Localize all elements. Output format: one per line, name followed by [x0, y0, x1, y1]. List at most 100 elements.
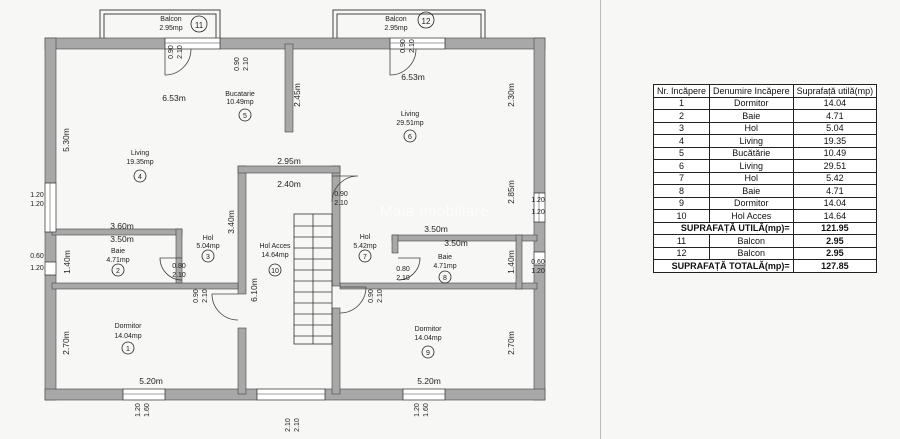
opening-width: 0.60 [30, 253, 44, 260]
cell-nr: 9 [652, 196, 711, 210]
window [44, 182, 57, 233]
room-name: Dormitor [115, 323, 143, 330]
opening-height: 2.10 [243, 57, 250, 71]
wall [44, 37, 166, 50]
door [397, 257, 421, 281]
opening-height: 2.10 [202, 289, 209, 303]
cell-room: Living [709, 134, 794, 148]
watermark: Maia Imobiliare [380, 203, 490, 220]
room-number: 5 [243, 113, 247, 120]
cell-room: Balcon [709, 234, 794, 248]
room-area: 14.04mp [414, 335, 441, 342]
cell-nr: 11 [652, 234, 711, 248]
cell-room: Baie [709, 109, 794, 123]
room-area: 5.42mp [353, 243, 376, 250]
door [331, 175, 359, 203]
opening-height: 1.60 [144, 403, 151, 417]
dimension: 3.50m [444, 238, 468, 248]
opening-width: 0.80 [172, 263, 186, 270]
room-number: 11 [195, 21, 204, 30]
cell-nr: 3 [652, 121, 711, 135]
wall [175, 228, 183, 284]
wall [237, 165, 247, 295]
room-name: Hol [360, 234, 371, 241]
room-area: 14.04mp [114, 333, 141, 340]
opening-width: 0.90 [193, 289, 200, 303]
wall [515, 234, 523, 290]
table-header-row: Nr. Incăpere Denumire Incăpere Suprafață… [652, 84, 878, 98]
room-number: 2 [116, 268, 120, 275]
window [389, 37, 446, 50]
opening-height: 2.10 [177, 45, 184, 59]
cell-room: Baie [709, 184, 794, 198]
opening-width: 0.90 [368, 289, 375, 303]
dimension: 2.30m [506, 83, 516, 107]
cell-area: 5.42 [792, 171, 878, 185]
room-area: 19.35mp [126, 159, 153, 166]
total-area-value: 127.85 [792, 259, 878, 273]
window [164, 37, 221, 50]
room-name: Baie [111, 248, 125, 255]
room-number: 9 [426, 350, 430, 357]
cell-area: 14.04 [792, 196, 878, 210]
cell-area: 2.95 [792, 246, 878, 260]
wall [444, 388, 546, 401]
doors [159, 48, 421, 321]
cell-room: Hol [709, 121, 794, 135]
room-name: Hol Acces [259, 243, 291, 250]
opening-width: 0.90 [334, 191, 348, 198]
room-numbers: 11 12 4 5 6 2 3 10 7 8 1 9 [116, 17, 447, 357]
cell-area: 4.71 [792, 109, 878, 123]
cell-area: 19.35 [792, 134, 878, 148]
cell-area: 2.95 [792, 234, 878, 248]
door [339, 286, 367, 314]
opening-width: 1.20 [30, 192, 44, 199]
dimension: 2.45m [292, 83, 302, 107]
cell-room: Living [709, 159, 794, 173]
room-area: 5.04mp [196, 243, 219, 250]
column-header: Denumire Incăpere [709, 84, 794, 98]
wall [444, 37, 546, 50]
room-number: 7 [363, 254, 367, 261]
window [402, 388, 446, 401]
cell-area: 5.04 [792, 121, 878, 135]
opening-height: 2.10 [294, 418, 301, 432]
opening-width: 1.20 [414, 403, 421, 417]
room-name: Dormitor [415, 326, 443, 333]
wall [44, 388, 124, 401]
dimension-labels: 6.53m 6.53m 2.95m 2.40m 3.60m 3.50m 3.50… [110, 72, 468, 386]
dimension: 5.20m [417, 376, 441, 386]
room-number-circles [111, 11, 452, 359]
opening-height: 2.10 [409, 39, 416, 53]
dimension: 3.40m [226, 210, 236, 234]
wall [219, 37, 391, 50]
balcony-right [332, 9, 486, 38]
cell-room: Dormitor [709, 96, 794, 110]
opening-height: 2.10 [334, 200, 348, 207]
cell-room: Hol [709, 171, 794, 185]
cell-area: 14.04 [792, 96, 878, 110]
cell-nr: 1 [652, 96, 711, 110]
room-labels: Balcon 2.95mp Balcon 2.95mp Living 19.35… [106, 16, 456, 342]
cell-nr: 12 [652, 246, 711, 260]
cell-room: Balcon [709, 246, 794, 260]
room-name: Balcon [160, 16, 182, 23]
room-area: 2.95mp [384, 25, 407, 32]
cell-area: 4.71 [792, 184, 878, 198]
opening-height: 1.20 [531, 209, 545, 216]
cell-area: 14.64 [792, 209, 878, 223]
cell-nr: 7 [652, 171, 711, 185]
room-number: 10 [271, 268, 279, 275]
cell-area: 10.49 [792, 146, 878, 160]
dimension: 3.60m [110, 221, 134, 231]
dimension: 2.70m [506, 331, 516, 355]
window [533, 251, 546, 266]
cell-nr: 5 [652, 146, 711, 160]
room-name: Living [131, 150, 149, 157]
